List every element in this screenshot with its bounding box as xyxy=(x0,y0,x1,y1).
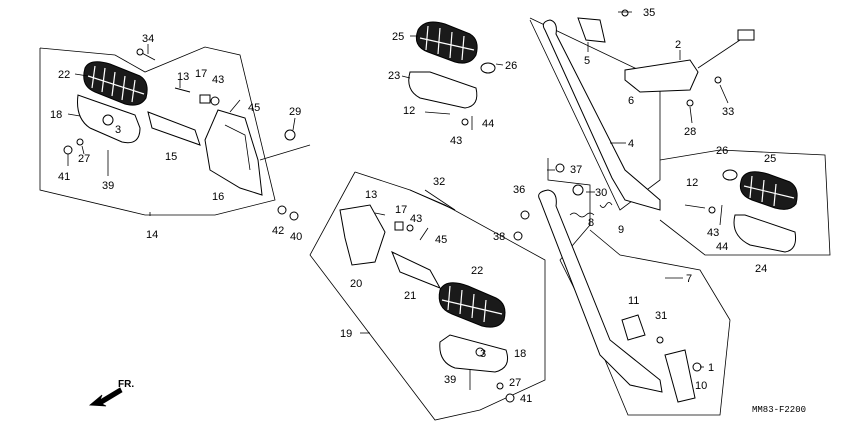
bracket-5 xyxy=(577,17,606,43)
label-3-center: 3 xyxy=(480,348,486,360)
label-12: 12 xyxy=(403,105,415,117)
main-stand-7 xyxy=(538,189,663,393)
label-25: 25 xyxy=(392,31,404,43)
label-17: 17 xyxy=(195,68,207,80)
footpeg-bracket-16 xyxy=(204,109,263,196)
footpeg-shaft-15 xyxy=(147,111,201,146)
label-45-center: 45 xyxy=(435,234,447,246)
label-12-right: 12 xyxy=(686,177,698,189)
label-43-right: 43 xyxy=(707,227,719,239)
label-43: 43 xyxy=(212,74,224,86)
label-5: 5 xyxy=(584,55,590,67)
label-32: 32 xyxy=(433,176,445,188)
label-16: 16 xyxy=(212,191,224,203)
front-direction-indicator: FR. xyxy=(88,379,134,407)
label-30: 30 xyxy=(595,187,607,199)
label-13-center: 13 xyxy=(365,189,377,201)
label-1: 1 xyxy=(708,362,714,374)
label-39: 39 xyxy=(102,180,114,192)
diagram-code: MM83-F2200 xyxy=(752,405,806,415)
label-43-center: 43 xyxy=(410,213,422,225)
direction-label: FR. xyxy=(118,379,134,390)
label-25-right: 25 xyxy=(764,153,776,165)
label-42: 42 xyxy=(272,225,284,237)
shaft-21 xyxy=(391,251,442,289)
label-2: 2 xyxy=(675,39,681,51)
label-44-right: 44 xyxy=(716,241,728,253)
label-18: 18 xyxy=(50,109,62,121)
bracket-20 xyxy=(339,204,386,266)
label-11: 11 xyxy=(628,295,639,307)
label-14: 14 xyxy=(146,229,158,241)
label-39-center: 39 xyxy=(444,374,456,386)
label-26-right: 26 xyxy=(716,145,728,157)
footpeg-rubber-22 xyxy=(83,61,148,106)
assembly-14-group xyxy=(39,46,311,221)
label-7: 7 xyxy=(686,273,692,285)
label-26: 26 xyxy=(505,60,517,72)
label-3: 3 xyxy=(115,124,121,136)
label-21: 21 xyxy=(404,290,416,302)
footpeg-rubber-25-right xyxy=(739,171,798,210)
label-8: 8 xyxy=(588,217,594,229)
label-13: 13 xyxy=(177,71,189,83)
label-44: 44 xyxy=(482,118,494,130)
label-24: 24 xyxy=(755,263,767,275)
label-22: 22 xyxy=(58,69,70,81)
label-22-center: 22 xyxy=(471,265,483,277)
part-labels: 34 22 13 17 43 45 18 3 29 27 15 41 39 16… xyxy=(50,7,776,405)
footpeg-rubber-22-center xyxy=(438,282,506,328)
washer-26-top xyxy=(480,62,496,74)
label-33: 33 xyxy=(722,106,734,118)
label-35: 35 xyxy=(643,7,655,19)
label-27-center: 27 xyxy=(509,377,521,389)
label-41: 41 xyxy=(58,171,70,183)
label-15: 15 xyxy=(165,151,177,163)
assembly-19-group xyxy=(309,171,546,421)
label-31: 31 xyxy=(655,310,667,322)
label-27: 27 xyxy=(78,153,90,165)
label-41-center: 41 xyxy=(520,393,532,405)
label-19: 19 xyxy=(340,328,352,340)
main-stand-group xyxy=(513,158,731,416)
label-43-top: 43 xyxy=(450,135,462,147)
footpeg-cover-24 xyxy=(733,214,796,253)
label-45: 45 xyxy=(248,102,260,114)
stopper-10 xyxy=(664,349,696,403)
bracket-11 xyxy=(621,314,646,341)
right-footpeg-group xyxy=(659,149,831,256)
label-28: 28 xyxy=(684,126,696,138)
footpeg-rubber-25 xyxy=(415,21,478,64)
label-20: 20 xyxy=(350,278,362,290)
switch-bracket-6 xyxy=(624,59,699,93)
side-stand-group xyxy=(529,9,755,211)
leader-lines xyxy=(67,11,729,368)
label-38: 38 xyxy=(493,231,505,243)
label-40: 40 xyxy=(290,231,302,243)
side-stand-4 xyxy=(542,19,661,211)
label-36: 36 xyxy=(513,184,525,196)
label-29: 29 xyxy=(289,106,301,118)
label-37: 37 xyxy=(570,164,582,176)
label-6: 6 xyxy=(628,95,634,107)
label-9: 9 xyxy=(618,224,624,236)
label-10: 10 xyxy=(695,380,707,392)
label-17-center: 17 xyxy=(395,204,407,216)
label-4: 4 xyxy=(628,138,634,150)
footpeg-cover-18-center xyxy=(439,334,509,373)
label-23: 23 xyxy=(388,70,400,82)
label-34: 34 xyxy=(142,33,154,45)
footpeg-cover-23 xyxy=(408,71,478,109)
rear-footpeg-group-top xyxy=(408,21,496,130)
front-arrow-icon xyxy=(88,387,123,407)
label-18-center: 18 xyxy=(514,348,526,360)
